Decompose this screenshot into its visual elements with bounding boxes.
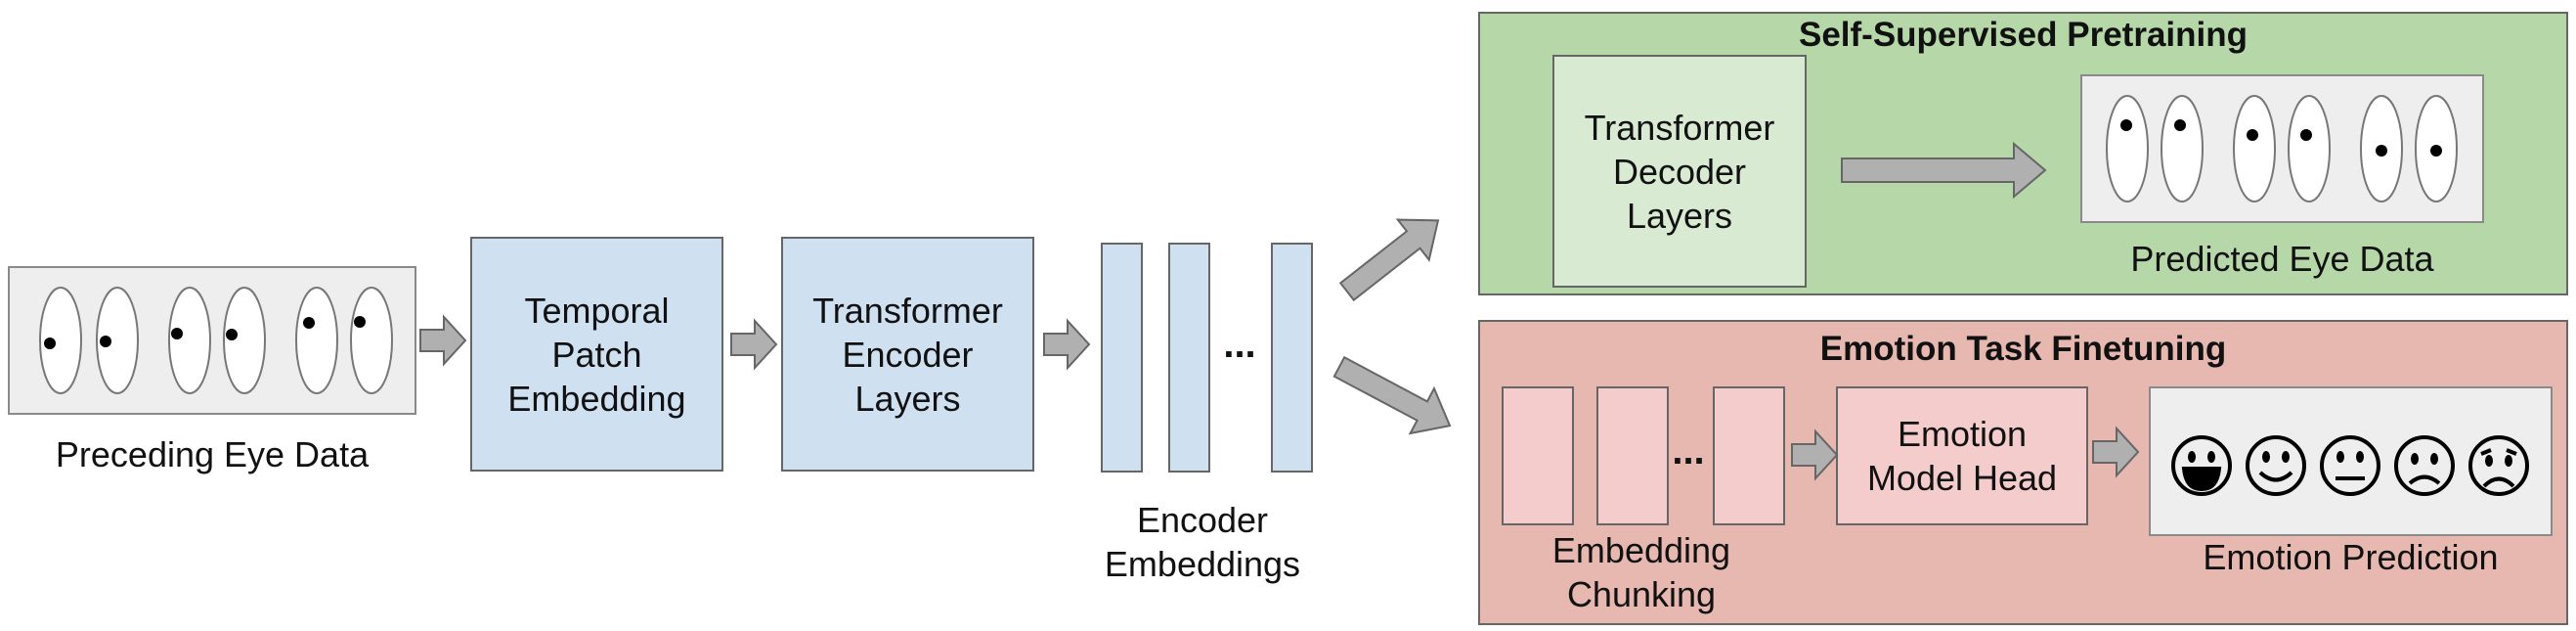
arrow-right-icon: [1791, 430, 1838, 479]
arrow-right-icon: [419, 316, 466, 365]
encoder-embedding-bar: [1101, 243, 1143, 473]
emotion-faces: [2171, 435, 2529, 496]
predicted-eye-pairs-icon: [2106, 95, 2458, 203]
emotion-model-head-box: Emotion Model Head: [1836, 386, 2088, 525]
very-happy-face-icon: [2171, 435, 2232, 496]
neutral-face-icon: [2320, 435, 2380, 496]
arrow-right-icon: [1043, 320, 1090, 369]
embedding-chunking-label: Embedding Chunking: [1551, 530, 1731, 614]
embedding-chunk: [1596, 386, 1669, 525]
happy-face-icon: [2246, 435, 2306, 496]
encoder-embedding-bar: [1168, 243, 1210, 473]
arrow-right-icon: [730, 320, 777, 369]
predicted-eye-data-box: [2080, 74, 2484, 223]
emotion-prediction-box: [2149, 386, 2553, 536]
very-sad-face-icon: [2468, 435, 2529, 496]
arrow-right-icon: [1841, 141, 2047, 200]
encoder-embedding-bar: [1271, 243, 1313, 473]
sad-face-icon: [2394, 435, 2455, 496]
finetuning-title: Emotion Task Finetuning: [1819, 330, 2227, 368]
pretraining-panel: Self-Supervised Pretraining Transformer …: [1478, 12, 2568, 295]
embedding-chunk: [1502, 386, 1574, 525]
pretraining-title: Self-Supervised Pretraining: [1798, 16, 2249, 54]
finetuning-panel: Emotion Task Finetuning ... Embedding Ch…: [1478, 320, 2568, 625]
encoder-embeddings-label: Encoder Embeddings: [1104, 500, 1301, 584]
predicted-eye-data-label: Predicted Eye Data: [2130, 239, 2434, 279]
temporal-patch-embedding-box: Temporal Patch Embedding: [470, 237, 723, 472]
preceding-eye-data-label: Preceding Eye Data: [55, 434, 370, 474]
arrow-up-right-icon: [1338, 218, 1440, 302]
arrow-down-right-icon: [1332, 355, 1452, 435]
transformer-decoder-box: Transformer Decoder Layers: [1552, 55, 1807, 288]
encoder-embedding-ellipsis: ...: [1223, 323, 1256, 366]
eye-pairs-icon: [39, 287, 393, 394]
arrow-right-icon: [2092, 428, 2139, 476]
preceding-eye-data-box: [8, 266, 416, 415]
embedding-chunk: [1713, 386, 1785, 525]
transformer-encoder-box: Transformer Encoder Layers: [781, 237, 1034, 472]
emotion-prediction-label: Emotion Prediction: [2203, 537, 2499, 577]
chunk-ellipsis: ...: [1672, 429, 1705, 473]
